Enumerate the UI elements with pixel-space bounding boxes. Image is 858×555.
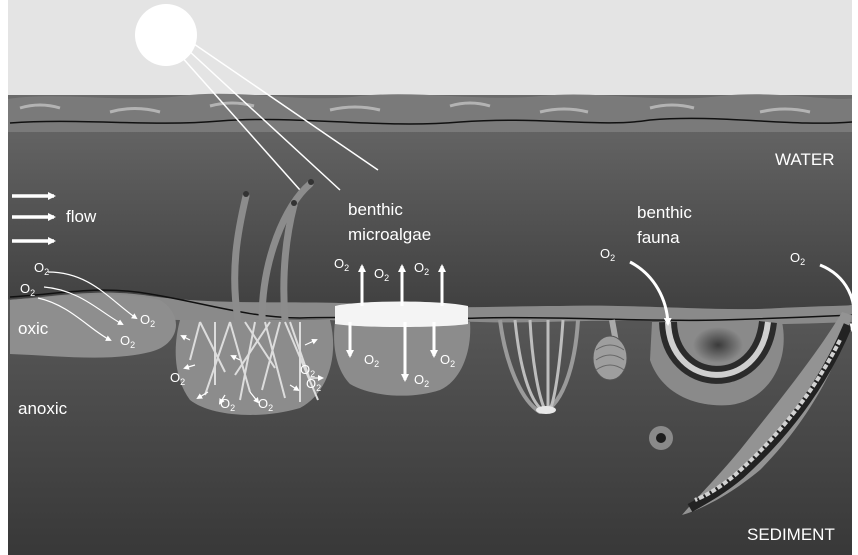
anoxic-label: anoxic bbox=[18, 399, 68, 418]
water-label: WATER bbox=[775, 150, 835, 169]
flow-label: flow bbox=[66, 207, 97, 226]
frame-left bbox=[0, 0, 8, 555]
oxic-label: oxic bbox=[18, 319, 49, 338]
fauna-label-line1: benthic bbox=[637, 203, 692, 222]
sun-icon bbox=[135, 4, 197, 66]
fauna-label-line2: fauna bbox=[637, 228, 680, 247]
water-surface bbox=[0, 94, 858, 132]
microalgae-label-line2: microalgae bbox=[348, 225, 431, 244]
microalgae-label-line1: benthic bbox=[348, 200, 403, 219]
burrow-section-icon bbox=[649, 426, 673, 450]
frame-right bbox=[852, 0, 858, 555]
sediment-label: SEDIMENT bbox=[747, 525, 835, 544]
